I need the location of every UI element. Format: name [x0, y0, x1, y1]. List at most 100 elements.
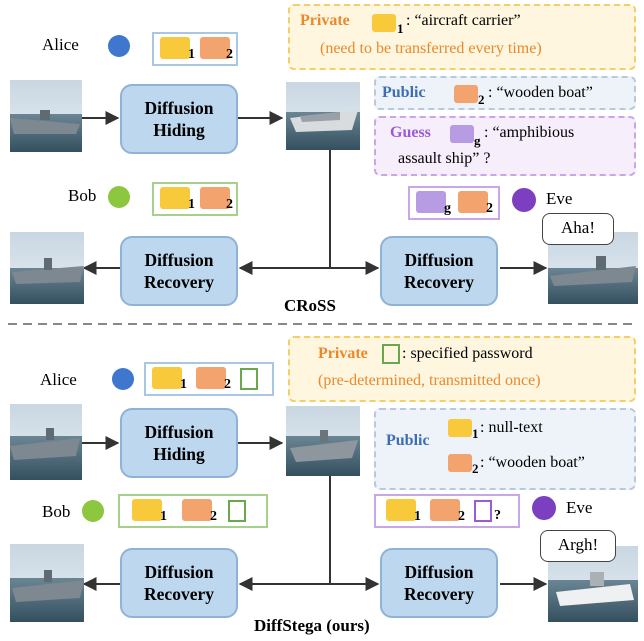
diffusion-hiding-box: Diffusion Hiding — [120, 84, 238, 154]
speech-bubble-icon — [160, 37, 190, 59]
proc-line: Diffusion — [404, 250, 474, 270]
alice-message-box: 1 2 — [152, 32, 238, 66]
msg-sub: 2 — [226, 197, 233, 212]
proc-line: Recovery — [144, 584, 214, 604]
proc-line: Recovery — [404, 272, 474, 292]
speech-bubble-icon — [196, 367, 226, 389]
speech-bubble-icon — [416, 191, 446, 213]
speech-bubble-icon — [386, 499, 416, 521]
guess-sub: g — [474, 133, 481, 148]
speech-bubble-icon — [182, 499, 212, 521]
speech-bubble-icon — [450, 125, 474, 143]
bob-label-2: Bob — [42, 502, 71, 521]
public-sub-2: 2 — [472, 461, 479, 476]
bob-label: Bob — [68, 186, 97, 205]
msg-sub: 2 — [224, 377, 231, 392]
private-note-text-2: (pre-determined, transmitted once) — [318, 372, 541, 389]
ship-image-stego-bottom — [286, 406, 360, 476]
private-text: : “aircraft carrier” — [406, 12, 521, 29]
diffusion-hiding-box-2: Diffusion Hiding — [120, 408, 238, 478]
public-title: Public — [382, 84, 426, 101]
msg-sub: 2 — [458, 509, 465, 524]
caption-bottom: DiffStega (ours) — [254, 616, 370, 635]
private-title-2: Private — [318, 345, 368, 362]
caption-top: CRoSS — [284, 296, 336, 315]
speech-bubble-icon — [454, 85, 478, 103]
msg-sub: 2 — [486, 201, 493, 216]
key-icon — [240, 368, 258, 390]
guess-text-1: : “amphibious — [484, 124, 575, 141]
speech-bubble-icon — [430, 499, 460, 521]
eve-speech-bubble: Aha! — [542, 213, 614, 245]
public-text-1: : null-text — [480, 419, 543, 436]
diffusion-recovery-box-bob-2: Diffusion Recovery — [120, 548, 238, 618]
eve-label-2: Eve — [566, 498, 593, 517]
bob-message-box: 1 2 — [152, 182, 238, 216]
eve-label: Eve — [546, 189, 573, 208]
diffusion-recovery-box-bob: Diffusion Recovery — [120, 236, 238, 306]
eve-message-box: g 2 — [408, 186, 500, 220]
alice-smiley-face-icon — [108, 35, 130, 57]
msg-sub: 2 — [210, 509, 217, 524]
msg-sub: 2 — [226, 47, 233, 62]
guess-title: Guess — [390, 124, 431, 141]
diffusion-recovery-box-eve-2: Diffusion Recovery — [380, 548, 498, 618]
speech-bubble-icon — [458, 191, 488, 213]
proc-line: Diffusion — [404, 562, 474, 582]
ship-image-bob-out-bottom — [10, 544, 84, 622]
eve-message-box-2: 1 2 ? — [374, 494, 520, 528]
private-note-text: (need to be transferred every time) — [320, 40, 542, 57]
guess-text-2: assault ship” ? — [398, 150, 491, 167]
msg-sub: 1 — [160, 509, 167, 524]
eve-devil-face-icon-2 — [532, 496, 556, 520]
msg-sub: 1 — [414, 509, 421, 524]
proc-line: Recovery — [144, 272, 214, 292]
ship-image-cover-top — [10, 80, 82, 152]
diffusion-recovery-box-eve: Diffusion Recovery — [380, 236, 498, 306]
alice-message-box-2: 1 2 — [144, 362, 274, 396]
public-sub: 2 — [478, 92, 485, 107]
proc-line: Diffusion — [144, 98, 214, 118]
speech-bubble-icon — [132, 499, 162, 521]
public-text-2: : “wooden boat” — [480, 454, 585, 471]
proc-line: Diffusion — [144, 250, 214, 270]
private-line: Private 1 : “aircraft carrier” — [300, 12, 521, 36]
proc-line: Diffusion — [144, 562, 214, 582]
msg-sub: 1 — [180, 377, 187, 392]
bob-smiley-face-icon-2 — [82, 500, 104, 522]
alice-smiley-face-icon-2 — [112, 368, 134, 390]
key-icon — [474, 500, 492, 522]
speech-bubble-icon — [372, 14, 396, 32]
speech-bubble-icon — [448, 419, 472, 437]
public-sub-1: 1 — [472, 426, 479, 441]
private-title: Private — [300, 12, 350, 29]
key-icon — [228, 500, 246, 522]
ship-image-bob-out-top — [10, 232, 84, 304]
speech-bubble-icon — [200, 37, 230, 59]
key-icon — [382, 344, 400, 364]
bob-smiley-face-icon — [108, 186, 130, 208]
alice-label-2: Alice — [40, 370, 77, 389]
speech-bubble-icon — [200, 187, 230, 209]
msg-sub: g — [444, 201, 451, 216]
speech-bubble-icon — [160, 187, 190, 209]
ship-image-cover-bottom — [10, 404, 82, 480]
public-note: Public 2 : “wooden boat” — [374, 76, 636, 110]
public-title-2: Public — [386, 432, 430, 449]
speech-bubble-icon — [152, 367, 182, 389]
proc-line: Hiding — [153, 120, 205, 140]
public-text: : “wooden boat” — [488, 84, 593, 101]
private-sub: 1 — [397, 21, 404, 36]
bob-message-box-2: 1 2 — [118, 494, 268, 528]
proc-line: Diffusion — [144, 422, 214, 442]
alice-label: Alice — [42, 35, 79, 54]
msg-sub: 1 — [188, 47, 195, 62]
private-note-2: Private : specified password (pre-determ… — [288, 336, 636, 402]
proc-line: Hiding — [153, 444, 205, 464]
eve-devil-face-icon — [512, 188, 536, 212]
private-note: Private 1 : “aircraft carrier” (need to … — [288, 4, 636, 70]
msg-sub: 1 — [188, 197, 195, 212]
private-text-2: : specified password — [402, 345, 533, 362]
eve-speech-bubble-2: Argh! — [540, 530, 616, 562]
guess-note: Guess g : “amphibious assault ship” ? — [374, 116, 636, 176]
